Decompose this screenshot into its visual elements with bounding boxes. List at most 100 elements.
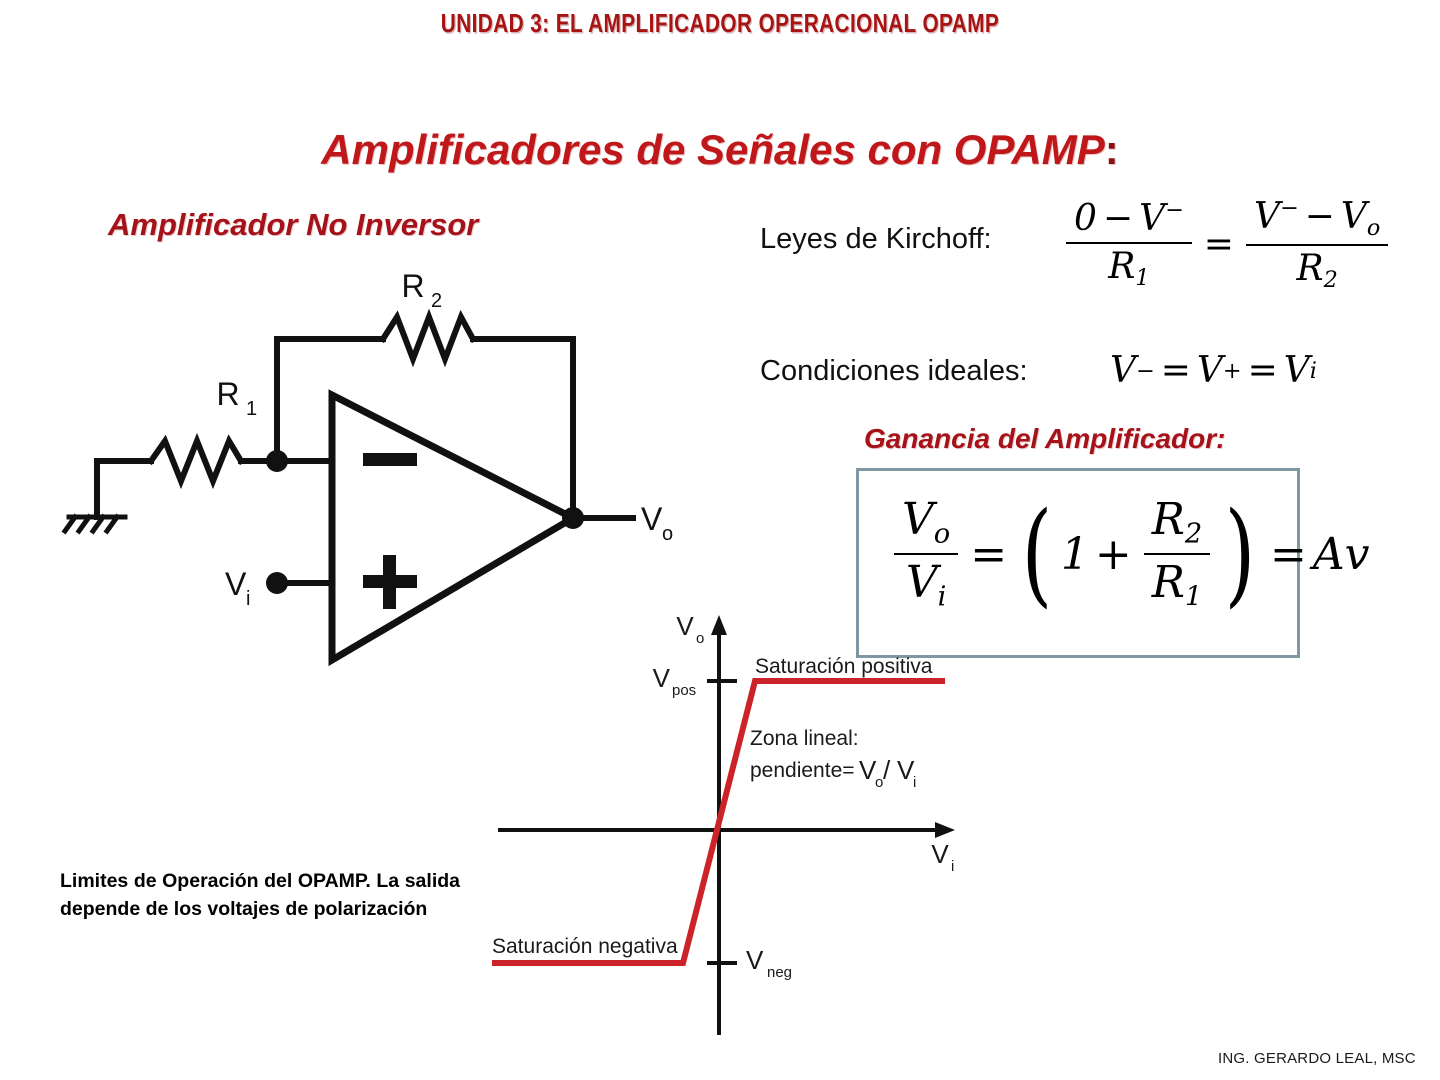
vo-over-vi-fraction: Vo Vi <box>894 494 959 614</box>
vneg-tick-label-sub: neg <box>767 964 792 981</box>
section-subtitle: Amplificador No Inversor <box>108 207 479 242</box>
equals-op: = <box>1270 528 1307 580</box>
one-token: 1 <box>1060 528 1089 580</box>
kirchhoff-law-label: Leyes de Kirchoff: <box>760 223 992 255</box>
positive-saturation-annotation: Saturación positiva <box>755 655 933 678</box>
v-minus-superscript: − <box>1165 196 1184 223</box>
plus-op: + <box>1094 528 1132 580</box>
kirchhoff-left-fraction: 0−V− R1 <box>1066 196 1192 292</box>
slope-vo-symbol: V <box>859 755 877 785</box>
r1-resistor-zigzag <box>146 432 246 490</box>
r-token: R <box>1151 557 1185 609</box>
r1-label: R <box>216 376 239 412</box>
equals-op: = <box>1203 224 1234 266</box>
non-inverting-amplifier-circuit: R 1 R 2 V i V o <box>61 268 673 667</box>
v-token: V <box>1139 197 1166 239</box>
minus-op: − <box>1304 196 1335 237</box>
gain-symbol-A: A <box>1312 528 1345 580</box>
vo-label-sub: o <box>662 523 673 545</box>
r2-resistor-zigzag <box>378 308 478 368</box>
r2-label-sub: 2 <box>431 290 442 312</box>
fraction-bar <box>1143 553 1211 556</box>
slope-divider: / <box>883 755 891 785</box>
inverting-node-dot <box>266 450 288 472</box>
output-node-dot <box>562 507 584 529</box>
v-token: V <box>1253 196 1280 237</box>
page-title-text: Amplificadores de Señales con OPAMP <box>321 126 1105 173</box>
author-credit: ING. GERARDO LEAL, MSC <box>1218 1050 1416 1067</box>
opamp-triangle <box>328 389 581 667</box>
slope-vi-subscript: i <box>913 774 916 791</box>
v-token: V <box>905 557 938 609</box>
v-token: V <box>1110 350 1136 391</box>
ideal-conditions-label: Condiciones ideales: <box>760 355 1028 387</box>
y-axis-arrow <box>711 615 727 635</box>
paren-close: ) <box>1224 489 1256 620</box>
kirchhoff-right-fraction: V−−Vo R2 <box>1245 195 1389 294</box>
r1-subscript: 1 <box>1184 581 1203 613</box>
v-minus-superscript: − <box>1136 357 1155 384</box>
vi-subscript: i <box>937 581 947 613</box>
ground-icon <box>61 513 128 535</box>
inverting-minus-sign <box>363 453 417 466</box>
slope-annotation-prefix: pendiente= <box>750 759 855 782</box>
equals-op: = <box>970 528 1008 580</box>
v-token: V <box>902 494 934 545</box>
slope-vo-subscript: o <box>875 774 883 791</box>
r1-label-sub: 1 <box>246 398 257 420</box>
r2-over-r1-fraction: R2 R1 <box>1143 494 1211 614</box>
x-axis-arrow <box>935 822 955 838</box>
gain-section-heading: Ganancia del Amplificador: <box>864 423 1226 454</box>
slope-annotation: pendiente= V o / V i <box>750 755 916 791</box>
r2-subscript: 2 <box>1184 518 1203 550</box>
kirchhoff-equation: 0−V− R1 = V−−Vo R2 <box>1060 196 1394 293</box>
r-token: R <box>1296 248 1324 290</box>
r2-label: R <box>401 268 424 304</box>
gain-formula-box <box>856 468 1300 658</box>
vpos-tick-label-sub: pos <box>672 682 696 699</box>
vi-subscript: i <box>1309 357 1317 384</box>
equals-op: = <box>1160 350 1191 391</box>
slope-vi-symbol: V <box>897 755 915 785</box>
r-token: R <box>1151 494 1185 545</box>
operation-limits-note: Limites de Operación del OPAMP. La salid… <box>60 870 460 920</box>
v-minus-superscript: − <box>1279 195 1299 221</box>
gain-inner-expression: 1 + R2 R1 <box>1061 495 1216 614</box>
v-token: V <box>1283 350 1310 391</box>
v-plus-superscript: + <box>1222 357 1242 384</box>
vi-label-sub: i <box>246 588 250 610</box>
fraction-bar <box>894 553 959 556</box>
fraction-bar <box>1066 242 1192 245</box>
noninverting-plus-sign <box>363 555 417 609</box>
vi-terminal-dot <box>266 572 288 594</box>
negative-saturation-annotation: Saturación negativa <box>492 935 678 958</box>
transfer-characteristic-chart: V o V i V pos V neg Saturación positiva … <box>492 611 955 1035</box>
equals-op: = <box>1247 350 1278 391</box>
vi-label: V <box>225 566 247 602</box>
paren-open: ( <box>1021 489 1053 620</box>
page-title-colon: : <box>1104 126 1119 173</box>
v-token: V <box>1340 196 1367 237</box>
vpos-tick-label: V <box>653 663 671 693</box>
vo-subscript: o <box>1366 215 1381 242</box>
y-axis-label: V <box>676 611 694 641</box>
zero-token: 0 <box>1074 197 1097 239</box>
unit-header-title: UNIDAD 3: EL AMPLIFICADOR OPERACIONAL OP… <box>440 8 1000 38</box>
r2-subscript: 2 <box>1323 267 1338 294</box>
v-token: V <box>1196 350 1223 391</box>
minus-op: − <box>1102 197 1134 239</box>
x-axis-label: V <box>931 839 949 869</box>
y-axis-label-sub: o <box>696 630 704 647</box>
linear-zone-annotation: Zona lineal: <box>750 727 859 750</box>
fraction-bar <box>1245 244 1389 247</box>
page-title: Amplificadores de Señales con OPAMP: <box>0 126 1440 174</box>
x-axis-label-sub: i <box>951 858 954 875</box>
vneg-tick-label: V <box>746 945 764 975</box>
transfer-curve <box>492 678 945 966</box>
vo-subscript: o <box>933 518 951 550</box>
r1-subscript: 1 <box>1135 265 1150 292</box>
r-token: R <box>1108 246 1136 288</box>
vo-label: V <box>641 501 663 537</box>
